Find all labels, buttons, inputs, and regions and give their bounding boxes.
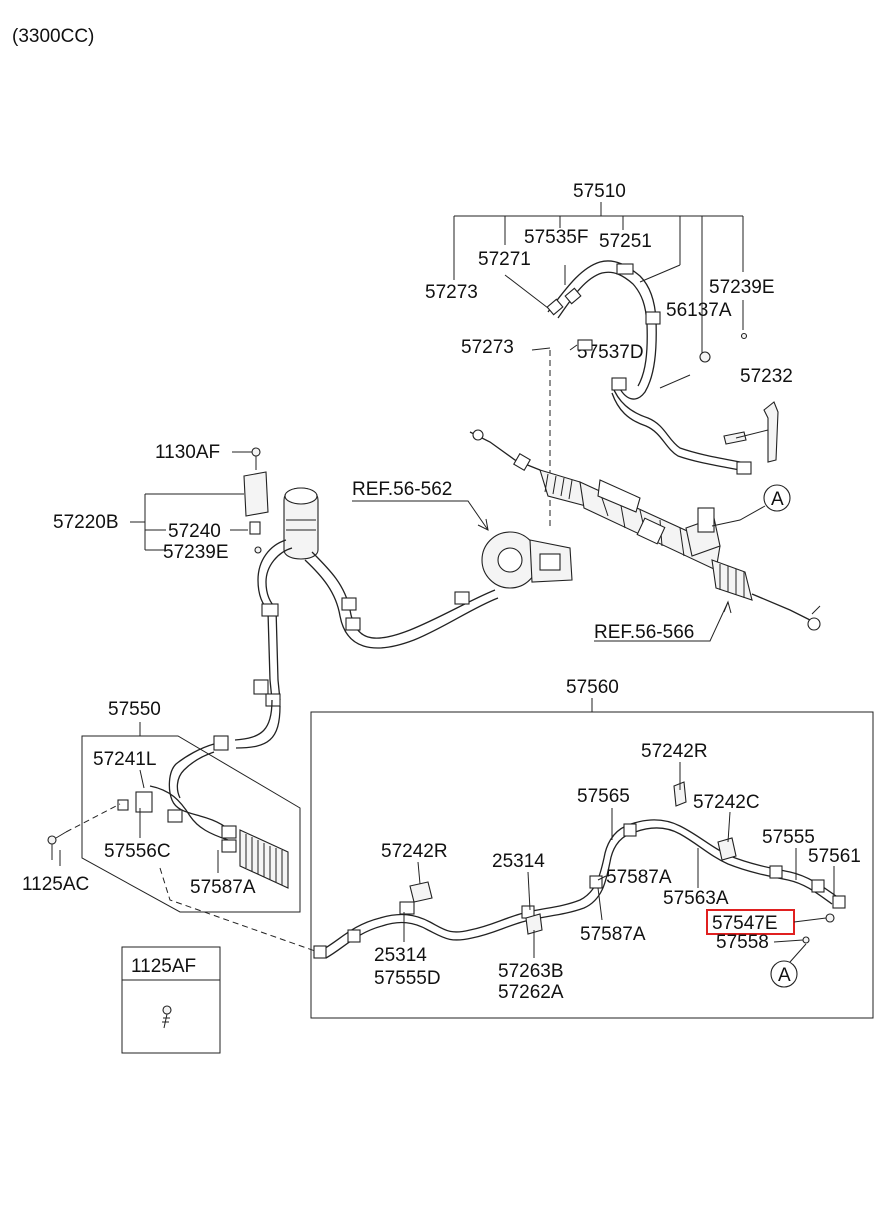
ref-56-562[interactable]: REF.56-562 [352, 479, 452, 500]
label-57555D[interactable]: 57555D [374, 968, 441, 989]
label-57563A[interactable]: 57563A [663, 888, 729, 909]
engine-label: (3300CC) [12, 26, 94, 47]
label-57251[interactable]: 57251 [599, 231, 652, 252]
label-57242R-mid[interactable]: 57242R [381, 841, 448, 862]
label-57271[interactable]: 57271 [478, 249, 531, 270]
label-57262A[interactable]: 57262A [498, 982, 564, 1003]
callout-a-bottom[interactable]: A [778, 965, 791, 986]
label-57220B[interactable]: 57220B [53, 512, 119, 533]
label-1125AC[interactable]: 1125AC [22, 874, 89, 895]
label-57239E-top[interactable]: 57239E [709, 277, 775, 298]
label-57239E-left[interactable]: 57239E [163, 542, 229, 563]
label-57565[interactable]: 57565 [577, 786, 630, 807]
label-57547E[interactable]: 57547E [712, 913, 778, 934]
label-57558[interactable]: 57558 [716, 932, 769, 953]
label-57587A-left[interactable]: 57587A [190, 877, 256, 898]
label-57537D[interactable]: 57537D [577, 342, 644, 363]
label-57240[interactable]: 57240 [168, 521, 221, 542]
label-57273-lower[interactable]: 57273 [461, 337, 514, 358]
label-1125AF[interactable]: 1125AF [131, 956, 196, 977]
reservoir-pump: 1130AF 57220B 57240 57239E REF.56-562 [53, 442, 573, 751]
return-tube-group: 57560 57242R 57565 57242C 57555 57561 5 [310, 677, 874, 1019]
label-57587A-right1[interactable]: 57587A [606, 867, 672, 888]
label-56137A[interactable]: 56137A [666, 300, 732, 321]
label-57232[interactable]: 57232 [740, 366, 793, 387]
label-57535F[interactable]: 57535F [524, 227, 588, 248]
oil-cooler-group: 57550 57241L 57556C 57587A 1125AC [22, 699, 301, 913]
bolt-1125AF-box: 1125AF [121, 946, 221, 1054]
label-57510[interactable]: 57510 [573, 181, 626, 202]
steering-gear: A REF.56-566 [469, 429, 821, 643]
label-57242C[interactable]: 57242C [693, 792, 760, 813]
label-25314-low[interactable]: 25314 [374, 945, 427, 966]
label-57550[interactable]: 57550 [108, 699, 161, 720]
label-57556C[interactable]: 57556C [104, 841, 171, 862]
label-57241L[interactable]: 57241L [93, 749, 156, 770]
label-57561[interactable]: 57561 [808, 846, 861, 867]
label-57587A-right2[interactable]: 57587A [580, 924, 646, 945]
callout-a-top[interactable]: A [771, 489, 784, 510]
label-57560[interactable]: 57560 [566, 677, 619, 698]
label-25314-mid[interactable]: 25314 [492, 851, 545, 872]
label-57242R-top[interactable]: 57242R [641, 741, 708, 762]
ref-56-566[interactable]: REF.56-566 [594, 622, 694, 643]
label-57273-upper[interactable]: 57273 [425, 282, 478, 303]
label-57555[interactable]: 57555 [762, 827, 815, 848]
label-1130AF[interactable]: 1130AF [155, 442, 220, 463]
label-57263B[interactable]: 57263B [498, 961, 564, 982]
pressure-hose-assembly: 57510 57535F 57251 57271 57273 57239E 56… [425, 181, 793, 475]
